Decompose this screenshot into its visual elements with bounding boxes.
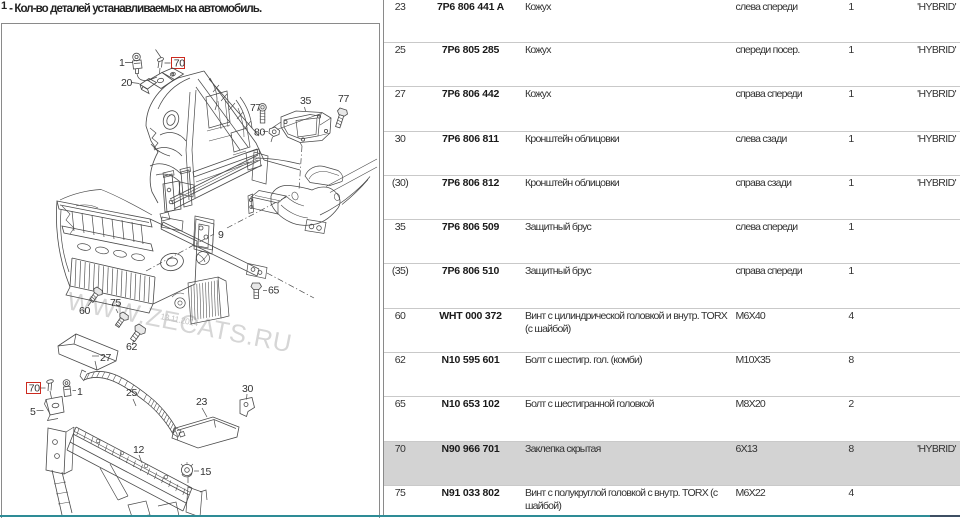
svg-text:1: 1 [119, 57, 125, 69]
svg-text:70: 70 [174, 58, 185, 70]
svg-text:77: 77 [250, 102, 261, 114]
svg-text:20: 20 [121, 77, 132, 89]
svg-text:62: 62 [126, 341, 137, 353]
svg-text:30: 30 [242, 383, 253, 395]
svg-text:60: 60 [79, 305, 90, 317]
svg-text:80: 80 [254, 127, 265, 139]
svg-text:65: 65 [268, 285, 279, 297]
svg-text:35: 35 [300, 95, 311, 107]
svg-text:70: 70 [29, 383, 40, 395]
svg-text:77: 77 [338, 93, 349, 105]
svg-text:5: 5 [30, 406, 36, 418]
svg-text:1: 1 [77, 386, 83, 398]
svg-text:23: 23 [196, 396, 207, 408]
svg-text:12: 12 [133, 444, 144, 456]
svg-text:15: 15 [200, 466, 211, 478]
svg-text:9: 9 [218, 229, 224, 241]
svg-text:25: 25 [126, 387, 137, 399]
svg-text:75: 75 [110, 297, 121, 309]
svg-text:27: 27 [100, 352, 111, 364]
